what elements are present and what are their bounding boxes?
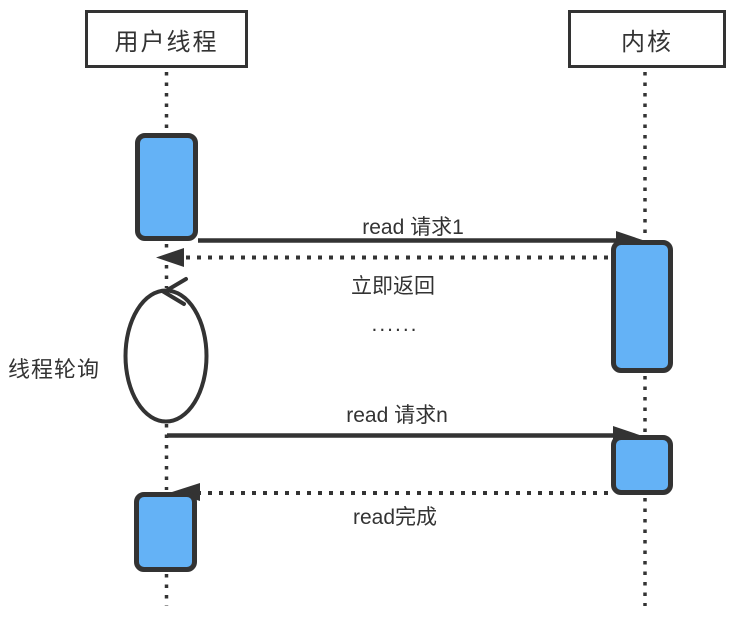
activation-bar-kernel-2 — [611, 435, 673, 495]
polling-loop-label: 线程轮询 — [8, 357, 101, 382]
message-label-read-request-n: read 请求n — [346, 404, 448, 427]
message-label-read-request-1: read 请求1 — [362, 216, 464, 239]
message-label-ellipsis: ...... — [371, 313, 419, 336]
actor-box-kernel: 内核 — [568, 10, 726, 68]
message-label-read-complete: read完成 — [352, 506, 438, 529]
message-label-immediate-return: 立即返回 — [351, 275, 435, 298]
activation-bar-user-thread-2 — [134, 492, 197, 572]
polling-loop-ellipse — [123, 288, 209, 424]
polling-loop-arrowhead — [160, 277, 188, 306]
actor-label-user-thread: 用户线程 — [114, 28, 219, 56]
activation-bar-kernel-1 — [611, 240, 673, 373]
actor-label-kernel: 内核 — [621, 28, 673, 56]
arrow-immediate-return-head — [156, 248, 184, 267]
activation-bar-user-thread-1 — [135, 133, 198, 241]
actor-box-user-thread: 用户线程 — [85, 10, 248, 68]
